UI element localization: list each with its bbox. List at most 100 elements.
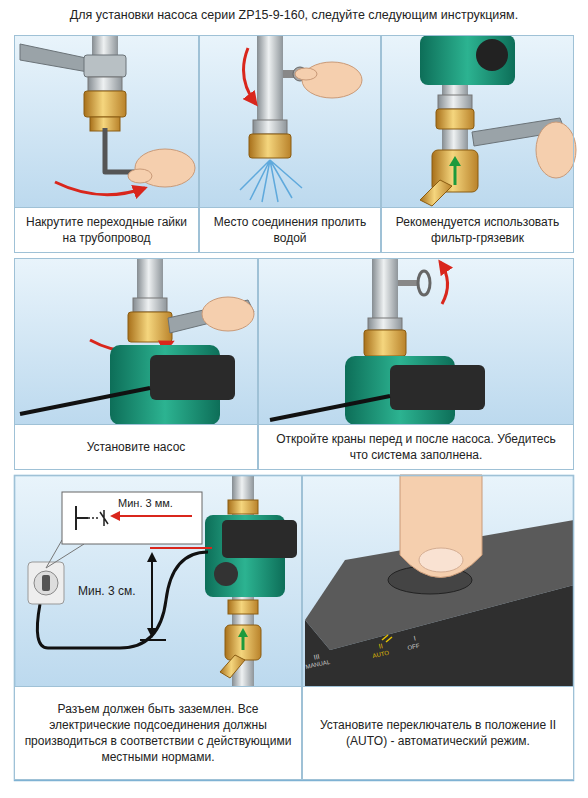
- panel-background: [302, 475, 574, 687]
- step-caption: Рекомендуется использовать фильтр-грязев…: [382, 207, 573, 252]
- step-seven-drawing: [382, 635, 392, 642]
- step-one-drawing: [128, 169, 152, 183]
- caption-text: Место соединения пролить водой: [208, 214, 372, 246]
- step-two-drawing: [240, 160, 302, 202]
- caption-text: Установите переключатель в положение II …: [311, 717, 565, 749]
- step-six-drawing: [28, 562, 64, 604]
- step-caption: Откройте краны перед и после насоса. Убе…: [259, 424, 573, 469]
- step-six-drawing: [150, 547, 212, 549]
- step-caption: Место соединения пролить водой: [200, 207, 380, 252]
- step-six-drawing: [42, 575, 50, 591]
- step-one-drawing: [20, 35, 195, 195]
- step-six-drawing: [228, 500, 258, 514]
- step-three-drawing: [420, 35, 515, 85]
- step-three-drawing: [420, 180, 452, 206]
- step-two-drawing: [240, 35, 362, 202]
- step-five-drawing: [372, 258, 398, 320]
- step-panel: Накрутите переходные гайки на трубопрово…: [14, 35, 199, 253]
- step-one-drawing: [88, 77, 122, 91]
- panel-background: [14, 35, 574, 687]
- step-six-drawing: [88, 517, 100, 519]
- step-three-drawing: [536, 122, 576, 178]
- step-four-drawing: [20, 258, 254, 425]
- step-two-drawing: [253, 120, 287, 134]
- step-six-drawing: [34, 571, 58, 595]
- step-caption: Разъем должен быть заземлен. Все электри…: [15, 686, 301, 779]
- step-caption: Накрутите переходные гайки на трубопрово…: [15, 207, 198, 252]
- step-two-drawing: [295, 68, 317, 80]
- switch-position: III: [313, 653, 320, 661]
- step-caption: Установите насос: [15, 424, 257, 469]
- step-seven-drawing: [305, 475, 574, 687]
- step-six-drawing: [112, 515, 192, 517]
- step-six-drawing: [140, 639, 166, 641]
- step-two-drawing: [302, 62, 362, 98]
- step-five-drawing: [368, 318, 402, 330]
- step-one-drawing: [55, 182, 145, 195]
- step-five-drawing: [390, 365, 485, 410]
- step-panel: Установите насос: [14, 258, 258, 470]
- dimension-label: Мин. 3 см.: [78, 584, 136, 598]
- step-six-drawing: [151, 554, 153, 636]
- step-panel: Установите переключатель в положение II …: [302, 475, 574, 780]
- step-seven-drawing: [400, 475, 482, 578]
- panel-background: [381, 35, 574, 208]
- panel-frame: [15, 476, 574, 781]
- caption-text: Накрутите переходные гайки на трубопрово…: [23, 214, 190, 246]
- step-four-drawing: [202, 297, 254, 331]
- step-six-drawing: [220, 655, 245, 678]
- step-three-drawing: [476, 39, 508, 71]
- step-six-drawing: [222, 520, 297, 558]
- caption-text: Откройте краны перед и после насоса. Убе…: [267, 431, 565, 463]
- step-four-drawing: [20, 388, 150, 414]
- step-six-drawing: [225, 625, 261, 660]
- step-panel: Рекомендуется использовать фильтр-грязев…: [381, 35, 574, 253]
- caption-text: Разъем должен быть заземлен. Все электри…: [23, 701, 293, 766]
- step-three-drawing: [438, 95, 472, 109]
- step-five-drawing: [398, 280, 418, 286]
- step-two-drawing: [257, 35, 283, 123]
- step-seven-drawing: [419, 548, 463, 572]
- step-one-drawing: [84, 55, 126, 77]
- step-six-drawing: [62, 492, 202, 544]
- step-panel: Место соединения пролить водой: [199, 35, 381, 253]
- panel-frame: [15, 476, 574, 781]
- step-six-drawing: [100, 510, 108, 526]
- step-seven-drawing: [305, 585, 574, 687]
- step-panel: Откройте краны перед и после насоса. Убе…: [258, 258, 574, 470]
- panel-background: [14, 35, 199, 208]
- caption-text: Установите насос: [87, 439, 186, 455]
- step-four-drawing: [150, 355, 235, 400]
- step-six-drawing: [76, 506, 88, 530]
- dimension-label: Мин. 3 мм.: [118, 497, 173, 509]
- step-caption: Установите переключатель в положение II …: [303, 686, 573, 779]
- step-panel: Разъем должен быть заземлен. Все электри…: [14, 475, 302, 780]
- step-three-drawing: [449, 156, 461, 166]
- step-one-drawing: [84, 91, 126, 117]
- step-six-drawing: [228, 600, 258, 614]
- step-five-drawing: [364, 330, 406, 356]
- step-two-drawing: [244, 48, 257, 104]
- step-three-drawing: [420, 35, 576, 206]
- step-five-drawing: [440, 262, 448, 304]
- step-four-drawing: [133, 298, 167, 312]
- step-five-drawing: [270, 258, 485, 425]
- step-three-drawing: [436, 109, 474, 129]
- step-four-drawing: [137, 258, 163, 300]
- panel-background: [258, 258, 574, 425]
- caption-text: Рекомендуется использовать фильтр-грязев…: [390, 214, 565, 246]
- step-five-drawing: [418, 271, 430, 295]
- step-one-drawing: [20, 44, 88, 72]
- step-six-drawing: [214, 562, 238, 586]
- step-four-drawing: [128, 312, 172, 342]
- panel-background: [14, 258, 258, 425]
- step-two-drawing: [249, 134, 291, 158]
- sheet-title: Для установки насоса серии ZP15-9-160, с…: [0, 8, 588, 22]
- step-five-drawing: [270, 396, 390, 420]
- step-six-drawing: [28, 475, 297, 687]
- panel-background: [199, 35, 381, 208]
- step-six-drawing: [238, 628, 248, 637]
- panel-background: [14, 475, 302, 687]
